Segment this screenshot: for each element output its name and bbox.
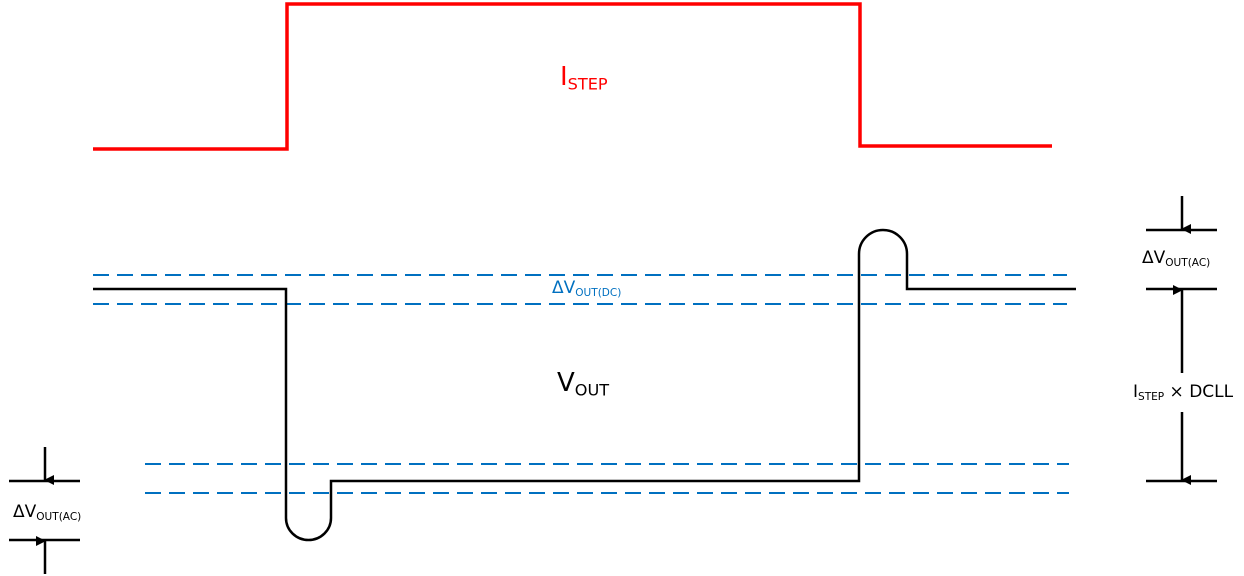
load-line-label-sub: STEP [1138, 390, 1165, 403]
dv-ac-right-label-main: ΔV [1142, 248, 1166, 268]
dv-dc-label-sub: OUT(DC) [575, 286, 622, 299]
istep-label-main: I [560, 62, 568, 92]
tolerance-bands [93, 274, 1069, 494]
left-ac-dimension [9, 447, 80, 574]
load-line-label-main: I [1133, 382, 1139, 402]
vout-label-main: V [557, 368, 575, 398]
dv-ac-left-label: ΔVOUT(AC) [13, 502, 82, 523]
istep-label: ISTEP [560, 64, 608, 93]
vout-label-sub: OUT [574, 380, 610, 400]
dv-dc-label: ΔVOUT(DC) [552, 278, 622, 299]
istep-label-sub: STEP [567, 74, 608, 94]
right-ac-dimension [1146, 196, 1217, 291]
dv-ac-right-label: ΔVOUT(AC) [1142, 248, 1211, 269]
istep-waveform [93, 2, 1052, 151]
dv-ac-right-label-sub: OUT(AC) [1165, 256, 1211, 269]
load-line-label: ISTEP × DCLL [1133, 382, 1234, 403]
vout-waveform [93, 228, 1076, 542]
dv-ac-left-label-sub: OUT(AC) [36, 510, 82, 523]
load-line-label-rest: × DCLL [1164, 382, 1234, 402]
vout-label: VOUT [557, 370, 609, 399]
dv-dc-label-main: ΔV [552, 278, 576, 298]
dv-ac-left-label-main: ΔV [13, 502, 37, 522]
right-dcll-dimension [1146, 285, 1217, 485]
